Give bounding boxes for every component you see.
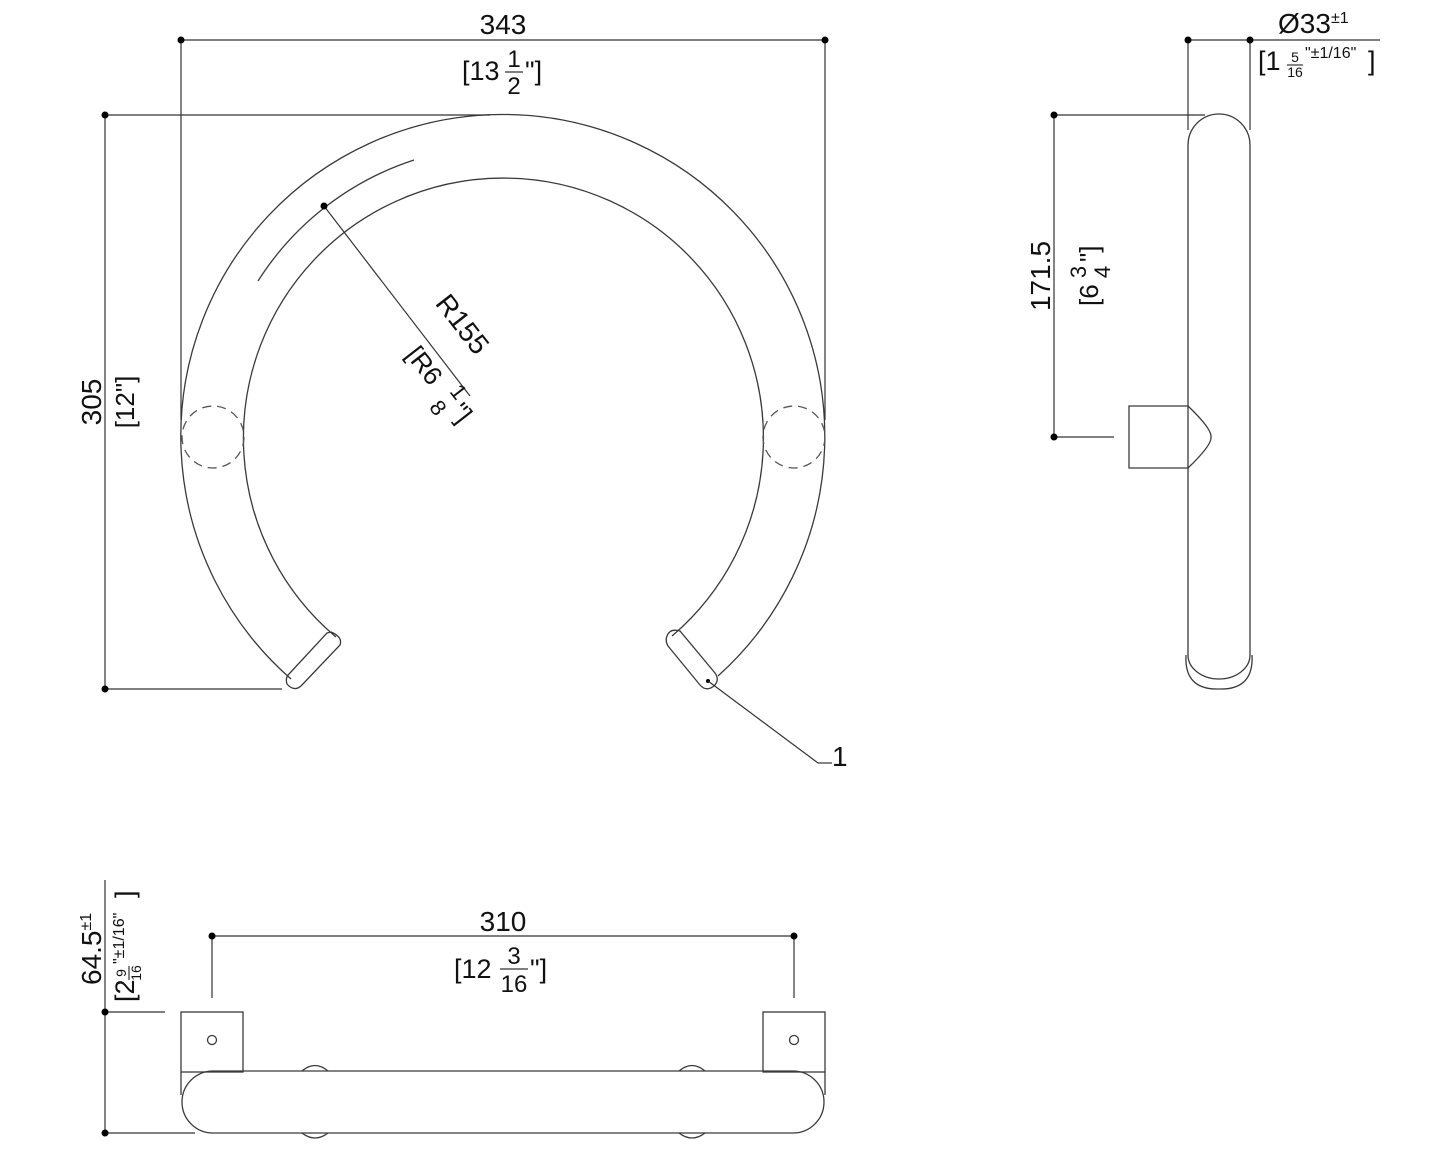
svg-text:4: 4	[1090, 266, 1115, 278]
top-bar	[181, 1070, 825, 1134]
side-tube	[1187, 113, 1251, 655]
svg-text:2: 2	[507, 73, 520, 100]
dimension-radius-in: [R6	[400, 340, 449, 390]
dimension-radius-mm: R155	[430, 288, 496, 360]
dimension-diameter-in: [1	[1258, 46, 1281, 76]
dimension-projection: 171.5 [6 3 4 "]	[1025, 111, 1205, 441]
dimension-height: 305 [12"]	[76, 111, 490, 693]
ring-outer-edge	[180, 113, 826, 680]
svg-text:9: 9	[113, 969, 129, 977]
svg-text:"]: "]	[1074, 246, 1104, 262]
dimension-width-in: [13	[462, 56, 500, 86]
svg-text:"±1/16": "±1/16"	[1305, 45, 1356, 62]
dimension-radius: R155 [R6 1 8 "]	[320, 202, 496, 428]
dimension-diameter: Ø33±1 [1 5 16 "±1/16" ]	[1184, 8, 1380, 130]
svg-text:"]: "]	[525, 56, 542, 86]
dimension-height-mm: 305	[76, 379, 107, 426]
dimension-depth-mm: 64.5±1	[76, 913, 107, 985]
svg-text:3: 3	[1066, 266, 1091, 278]
top-view: 310 [12 3 16 "] 64.5±1 [2 9 16 "±1/16" ]	[76, 880, 826, 1139]
left-screw-hole	[206, 1034, 218, 1046]
callout-label: 1	[832, 741, 848, 772]
dimension-projection-mm: 171.5	[1025, 241, 1056, 311]
svg-text:]: ]	[1368, 46, 1376, 76]
dimension-projection-in: [6	[1074, 284, 1104, 306]
dimension-mount-spacing-mm: 310	[480, 906, 527, 937]
side-view: Ø33±1 [1 5 16 "±1/16" ] 171.5 [6 3 4 "]	[1025, 8, 1380, 690]
ring-highlight	[257, 159, 415, 282]
dimension-mount-spacing: 310 [12 3 16 "]	[208, 906, 798, 998]
svg-text:1: 1	[507, 46, 520, 73]
svg-text:16: 16	[1287, 64, 1303, 80]
dimension-width: 343 [13 1 2 "]	[177, 9, 829, 420]
right-mount-plate	[762, 1011, 826, 1073]
side-flange	[1128, 405, 1212, 469]
svg-text:]: ]	[110, 890, 140, 898]
right-screw-hole	[788, 1034, 800, 1046]
left-mount-hidden	[181, 405, 245, 469]
front-view: 343 [13 1 2 "] 305 [12"] R155 [R6	[76, 9, 848, 772]
right-mount-hidden	[762, 405, 826, 469]
left-end-cap	[285, 631, 342, 690]
callout-1: 1	[706, 679, 848, 772]
svg-text:3: 3	[507, 943, 520, 970]
dimension-width-mm: 343	[480, 9, 527, 40]
svg-text:16: 16	[128, 965, 144, 981]
svg-text:16: 16	[501, 971, 528, 998]
svg-text:"]: "]	[530, 954, 547, 984]
left-mount-plate	[180, 1011, 244, 1073]
dimension-depth: 64.5±1 [2 9 16 "±1/16" ]	[76, 880, 195, 1137]
dimension-diameter-mm: Ø33±1	[1278, 8, 1349, 39]
dimension-height-in: [12"]	[110, 376, 140, 429]
svg-text:"±1/16": "±1/16"	[111, 913, 128, 964]
svg-text:5: 5	[1291, 49, 1299, 65]
dimension-mount-spacing-in: [12	[454, 954, 492, 984]
dimension-depth-in: [2	[110, 979, 140, 1002]
ring-inner-edge	[242, 177, 765, 638]
